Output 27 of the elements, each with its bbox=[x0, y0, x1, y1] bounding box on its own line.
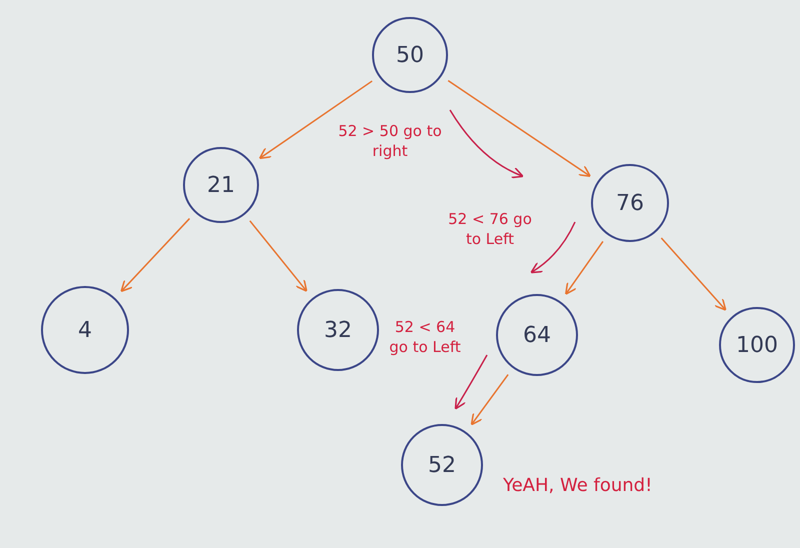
node-value: 50 bbox=[396, 42, 424, 68]
arrow bbox=[120, 218, 190, 292]
tree-node-circle bbox=[183, 147, 259, 223]
tree-node-circle bbox=[372, 17, 448, 93]
comparison-note: 52 < 64 go to Left bbox=[388, 318, 462, 357]
comparison-note: 52 < 76 go to Left bbox=[447, 210, 533, 249]
arrow bbox=[470, 374, 509, 426]
node-value: 4 bbox=[78, 318, 92, 342]
tree-node-circle bbox=[401, 424, 483, 506]
tree-node-circle bbox=[496, 294, 578, 376]
node-value: 21 bbox=[207, 172, 235, 198]
result-note: YeAH, We found! bbox=[503, 475, 652, 496]
comparison-note: 52 > 50 go to right bbox=[337, 122, 443, 161]
tree-node-circle bbox=[719, 307, 795, 383]
arrow bbox=[249, 220, 308, 292]
node-value: 100 bbox=[736, 332, 778, 358]
tree-node-circle bbox=[41, 286, 129, 374]
arrow bbox=[258, 80, 373, 160]
node-value: 32 bbox=[324, 318, 352, 342]
node-value: 64 bbox=[523, 322, 551, 348]
arrow bbox=[448, 80, 591, 178]
tree-node-circle bbox=[297, 289, 379, 371]
arrow bbox=[564, 240, 604, 295]
node-value: 52 bbox=[428, 452, 456, 478]
tree-node-circle bbox=[591, 164, 669, 242]
arrow bbox=[660, 238, 726, 311]
node-value: 76 bbox=[616, 190, 644, 216]
